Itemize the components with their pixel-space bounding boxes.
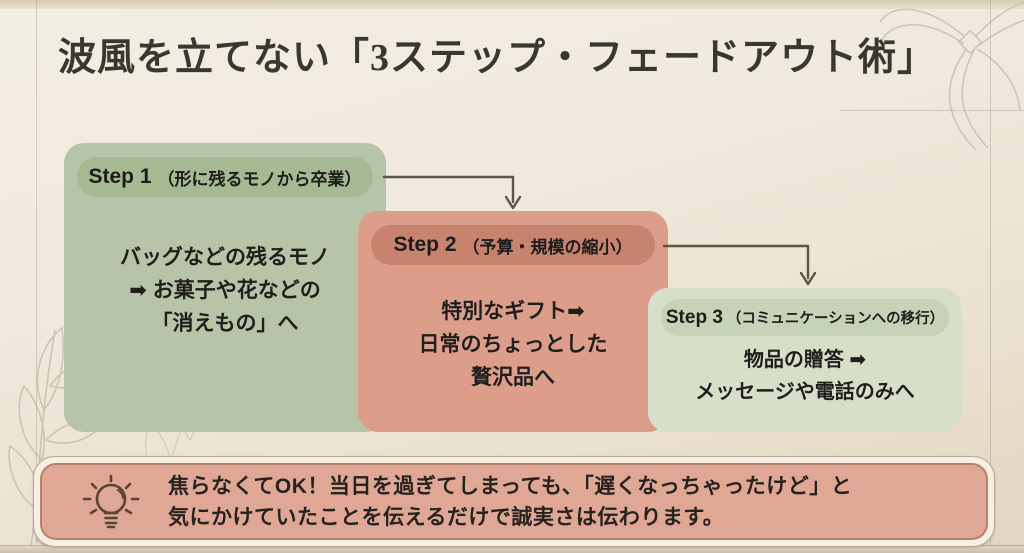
step-1-label: Step 1 (88, 165, 152, 188)
top-edge-strip (0, 0, 1024, 9)
note-banner: 焦らなくてOK！当日を過ぎてしまっても、「遅くなっちゃったけど」と 気にかけてい… (33, 456, 995, 547)
step-2-subtitle: （予算・規模の縮小） (462, 237, 633, 257)
lightbulb-icon (82, 474, 140, 529)
step-3-label: Step 3 (665, 306, 723, 328)
step-1-box: Step 1 （形に残るモノから卒業） バッグなどの残るモノ ➡ お菓子や花など… (64, 143, 386, 432)
frame-line-right (990, 0, 991, 553)
step-2-header: Step 2 （予算・規模の縮小） (371, 225, 655, 265)
step-3-body-text: 物品の贈答 ➡ メッセージや電話のみへ (695, 349, 915, 403)
frame-line-top (840, 110, 1024, 111)
step-1-subtitle: （形に残るモノから卒業） (157, 169, 362, 189)
note-banner-inner: 焦らなくてOK！当日を過ぎてしまっても、「遅くなっちゃったけど」と 気にかけてい… (40, 463, 988, 540)
step-3-box: Step 3 （コミュニケーションへの移行） 物品の贈答 ➡ メッセージや電話の… (648, 288, 962, 432)
note-text: 焦らなくてOK！当日を過ぎてしまっても、「遅くなっちゃったけど」と 気にかけてい… (168, 474, 853, 529)
step-1-header: Step 1 （形に残るモノから卒業） (77, 157, 373, 197)
step-3-subtitle: （コミュニケーションへの移行） (726, 311, 945, 327)
step-1-body-text: バッグなどの残るモノ ➡ お菓子や花などの 「消えもの」へ (120, 246, 330, 335)
page-title: 波風を立てない「3ステップ・フェードアウト術」 (58, 37, 937, 79)
step-2-box: Step 2 （予算・規模の縮小） 特別なギフト➡ 日常のちょっとした 贅沢品へ (358, 211, 668, 432)
step-2-label: Step 2 (393, 233, 457, 256)
frame-line-left (36, 0, 37, 553)
step-3-header: Step 3 （コミュニケーションへの移行） (661, 299, 949, 336)
step-2-body-text: 特別なギフト➡ 日常のちょっとした 贅沢品へ (418, 300, 608, 389)
